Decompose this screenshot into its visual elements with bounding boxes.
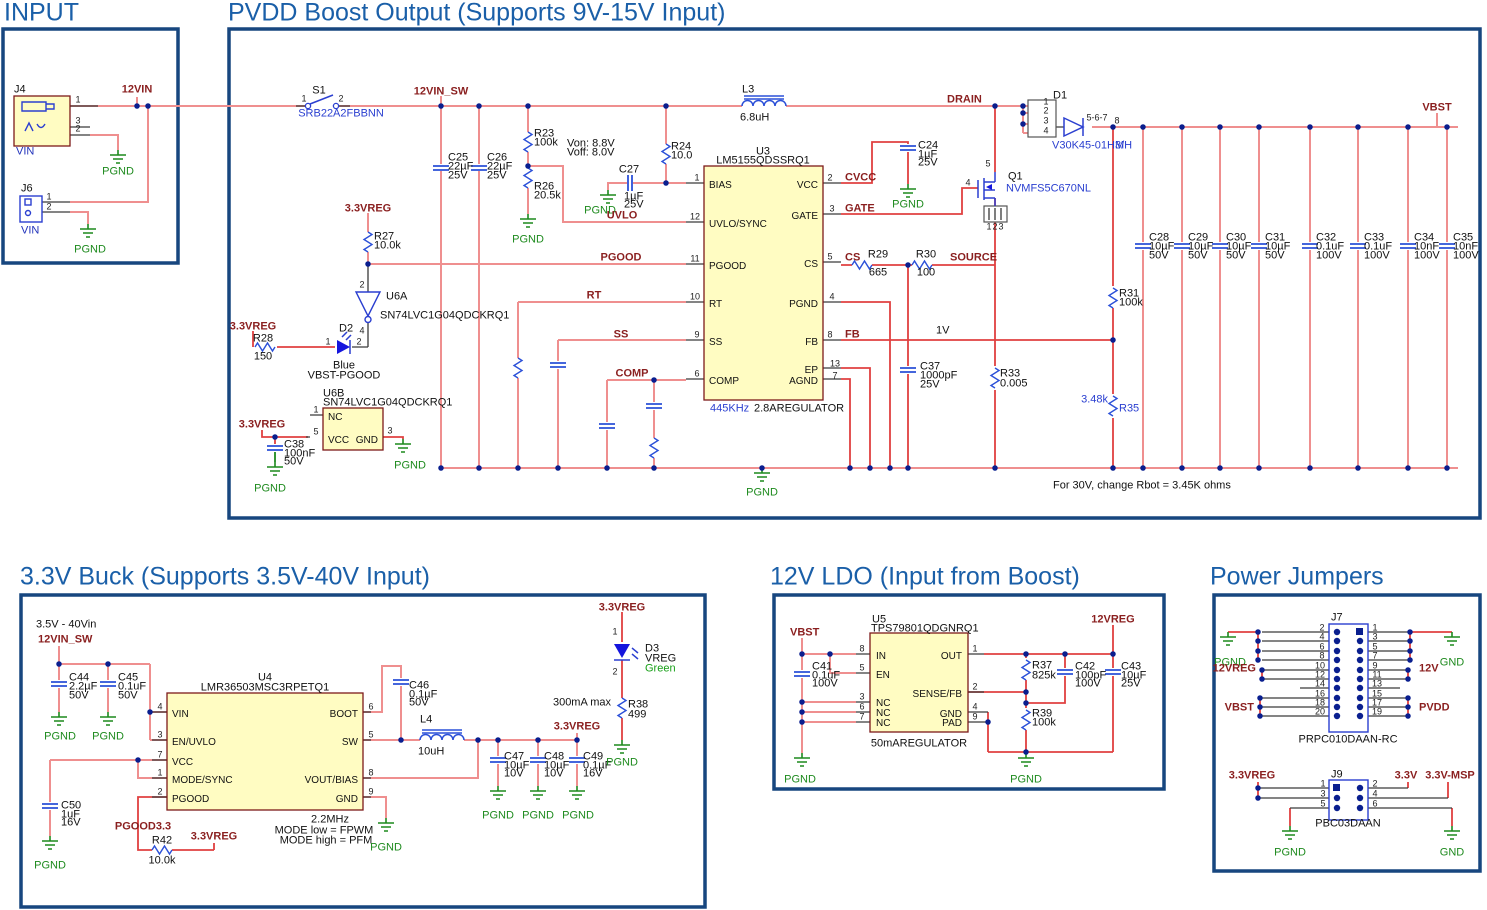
ic-bodies xyxy=(13,95,969,811)
ldo-frame xyxy=(772,593,1166,791)
buck-frame xyxy=(19,593,707,909)
d2-led-arrows xyxy=(341,331,352,354)
section-frames xyxy=(1,27,1482,909)
j4-connector-body xyxy=(13,95,71,147)
u6b-inverter-body xyxy=(322,407,384,451)
s1-switch-blade xyxy=(309,94,334,105)
boost-frame xyxy=(227,27,1482,520)
jumpers-frame xyxy=(1212,593,1482,873)
barrel-jack-icon xyxy=(21,101,55,112)
signal-wires xyxy=(137,106,1453,851)
j7-header-body xyxy=(1328,623,1369,733)
d3-led-arrows xyxy=(614,647,639,661)
connectors xyxy=(19,99,1369,821)
d1-diode-icon xyxy=(1063,116,1085,138)
s1-switch-contact xyxy=(304,102,312,110)
q1-mosfet-icon xyxy=(977,172,996,206)
pin-stubs xyxy=(42,105,1452,809)
j6-pin1-icon xyxy=(24,198,32,206)
u3-regulator-body xyxy=(703,165,824,401)
u5-ldo-body xyxy=(869,632,969,733)
u4-buck-body xyxy=(166,692,364,811)
junction-dots xyxy=(56,103,1450,801)
d3-led-icon xyxy=(614,644,630,658)
j9-header-body xyxy=(1328,779,1369,821)
header-pins xyxy=(1333,628,1364,812)
j6-connector-body xyxy=(19,195,43,223)
input-frame xyxy=(1,27,180,265)
ac-symbol-icon xyxy=(24,121,46,132)
d1-pin-box xyxy=(1027,99,1057,138)
l3-inductor-icon xyxy=(741,95,787,107)
s1-switch-contact xyxy=(332,102,340,110)
u6a-inverter-icon xyxy=(354,291,382,318)
semiconductors xyxy=(304,94,1085,661)
l4-inductor-icon xyxy=(419,729,465,741)
j6-pin2-icon xyxy=(24,209,32,217)
d2-led-icon xyxy=(337,340,350,354)
u6a-inverter-bubble xyxy=(364,315,372,324)
q1-mosfet-arrow xyxy=(986,184,992,190)
